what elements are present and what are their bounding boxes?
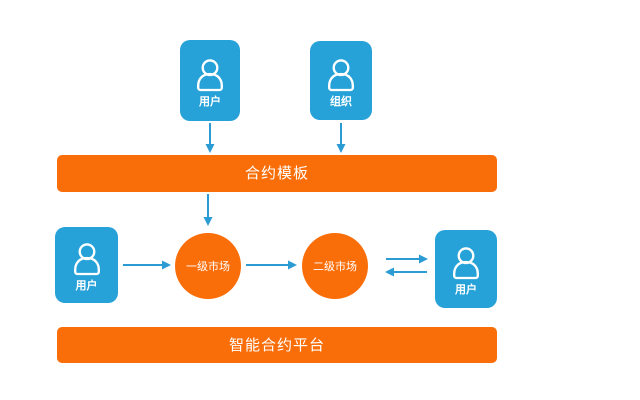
node-user-right: 用户 [435, 230, 497, 308]
node-label: 组织 [330, 94, 352, 108]
node-user-left: 用户 [55, 227, 118, 303]
bar-label: 智能合约平台 [228, 335, 325, 354]
bar-smart-contract-platform: 智能合约平台 [57, 327, 497, 363]
person-icon [453, 247, 479, 280]
node-org-top: 组织 [310, 41, 372, 120]
node-label: 用户 [75, 279, 98, 292]
circle-label: 一级市场 [186, 259, 230, 273]
node-user-top: 用户 [180, 40, 240, 121]
bar-contract-template: 合约模板 [57, 155, 497, 192]
circle-secondary-market: 二级市场 [302, 233, 368, 299]
circle-label: 二级市场 [313, 259, 357, 273]
node-label: 用户 [199, 94, 221, 108]
person-icon [73, 243, 100, 276]
person-icon [328, 58, 354, 91]
node-label: 用户 [455, 283, 477, 296]
person-icon [197, 58, 223, 91]
circle-primary-market: 一级市场 [175, 233, 241, 299]
bar-label: 合约模板 [244, 164, 309, 182]
